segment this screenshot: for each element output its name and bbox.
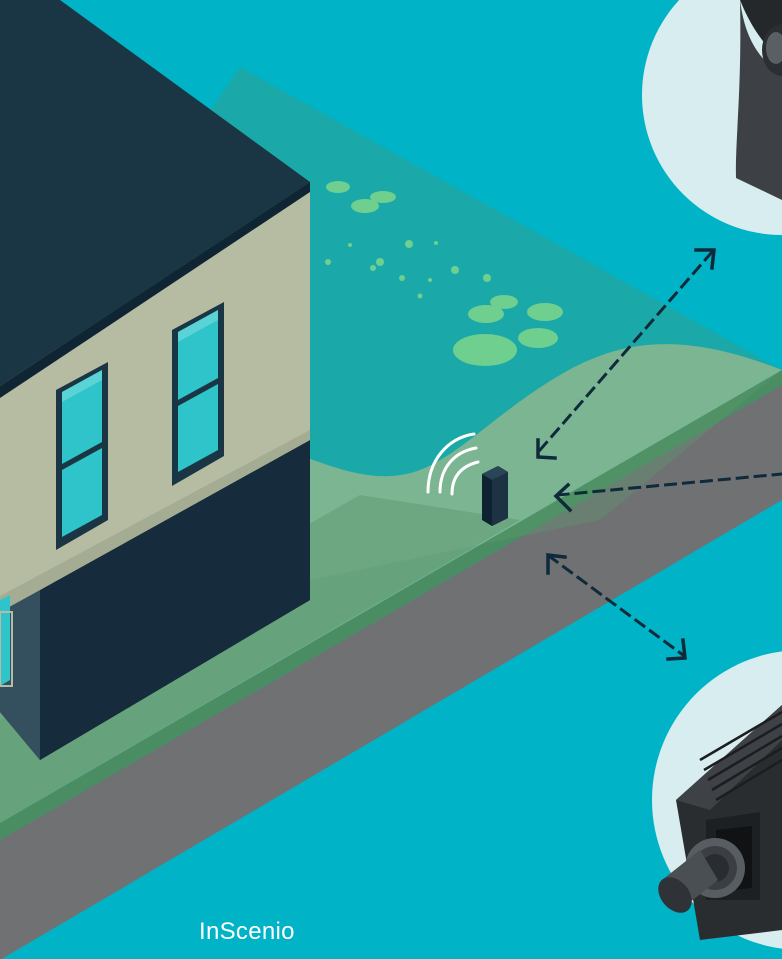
window-right <box>172 302 224 486</box>
window-left <box>56 362 108 550</box>
brand-logo-text: InScenio <box>199 917 295 947</box>
sensor-device-icon <box>482 466 508 526</box>
